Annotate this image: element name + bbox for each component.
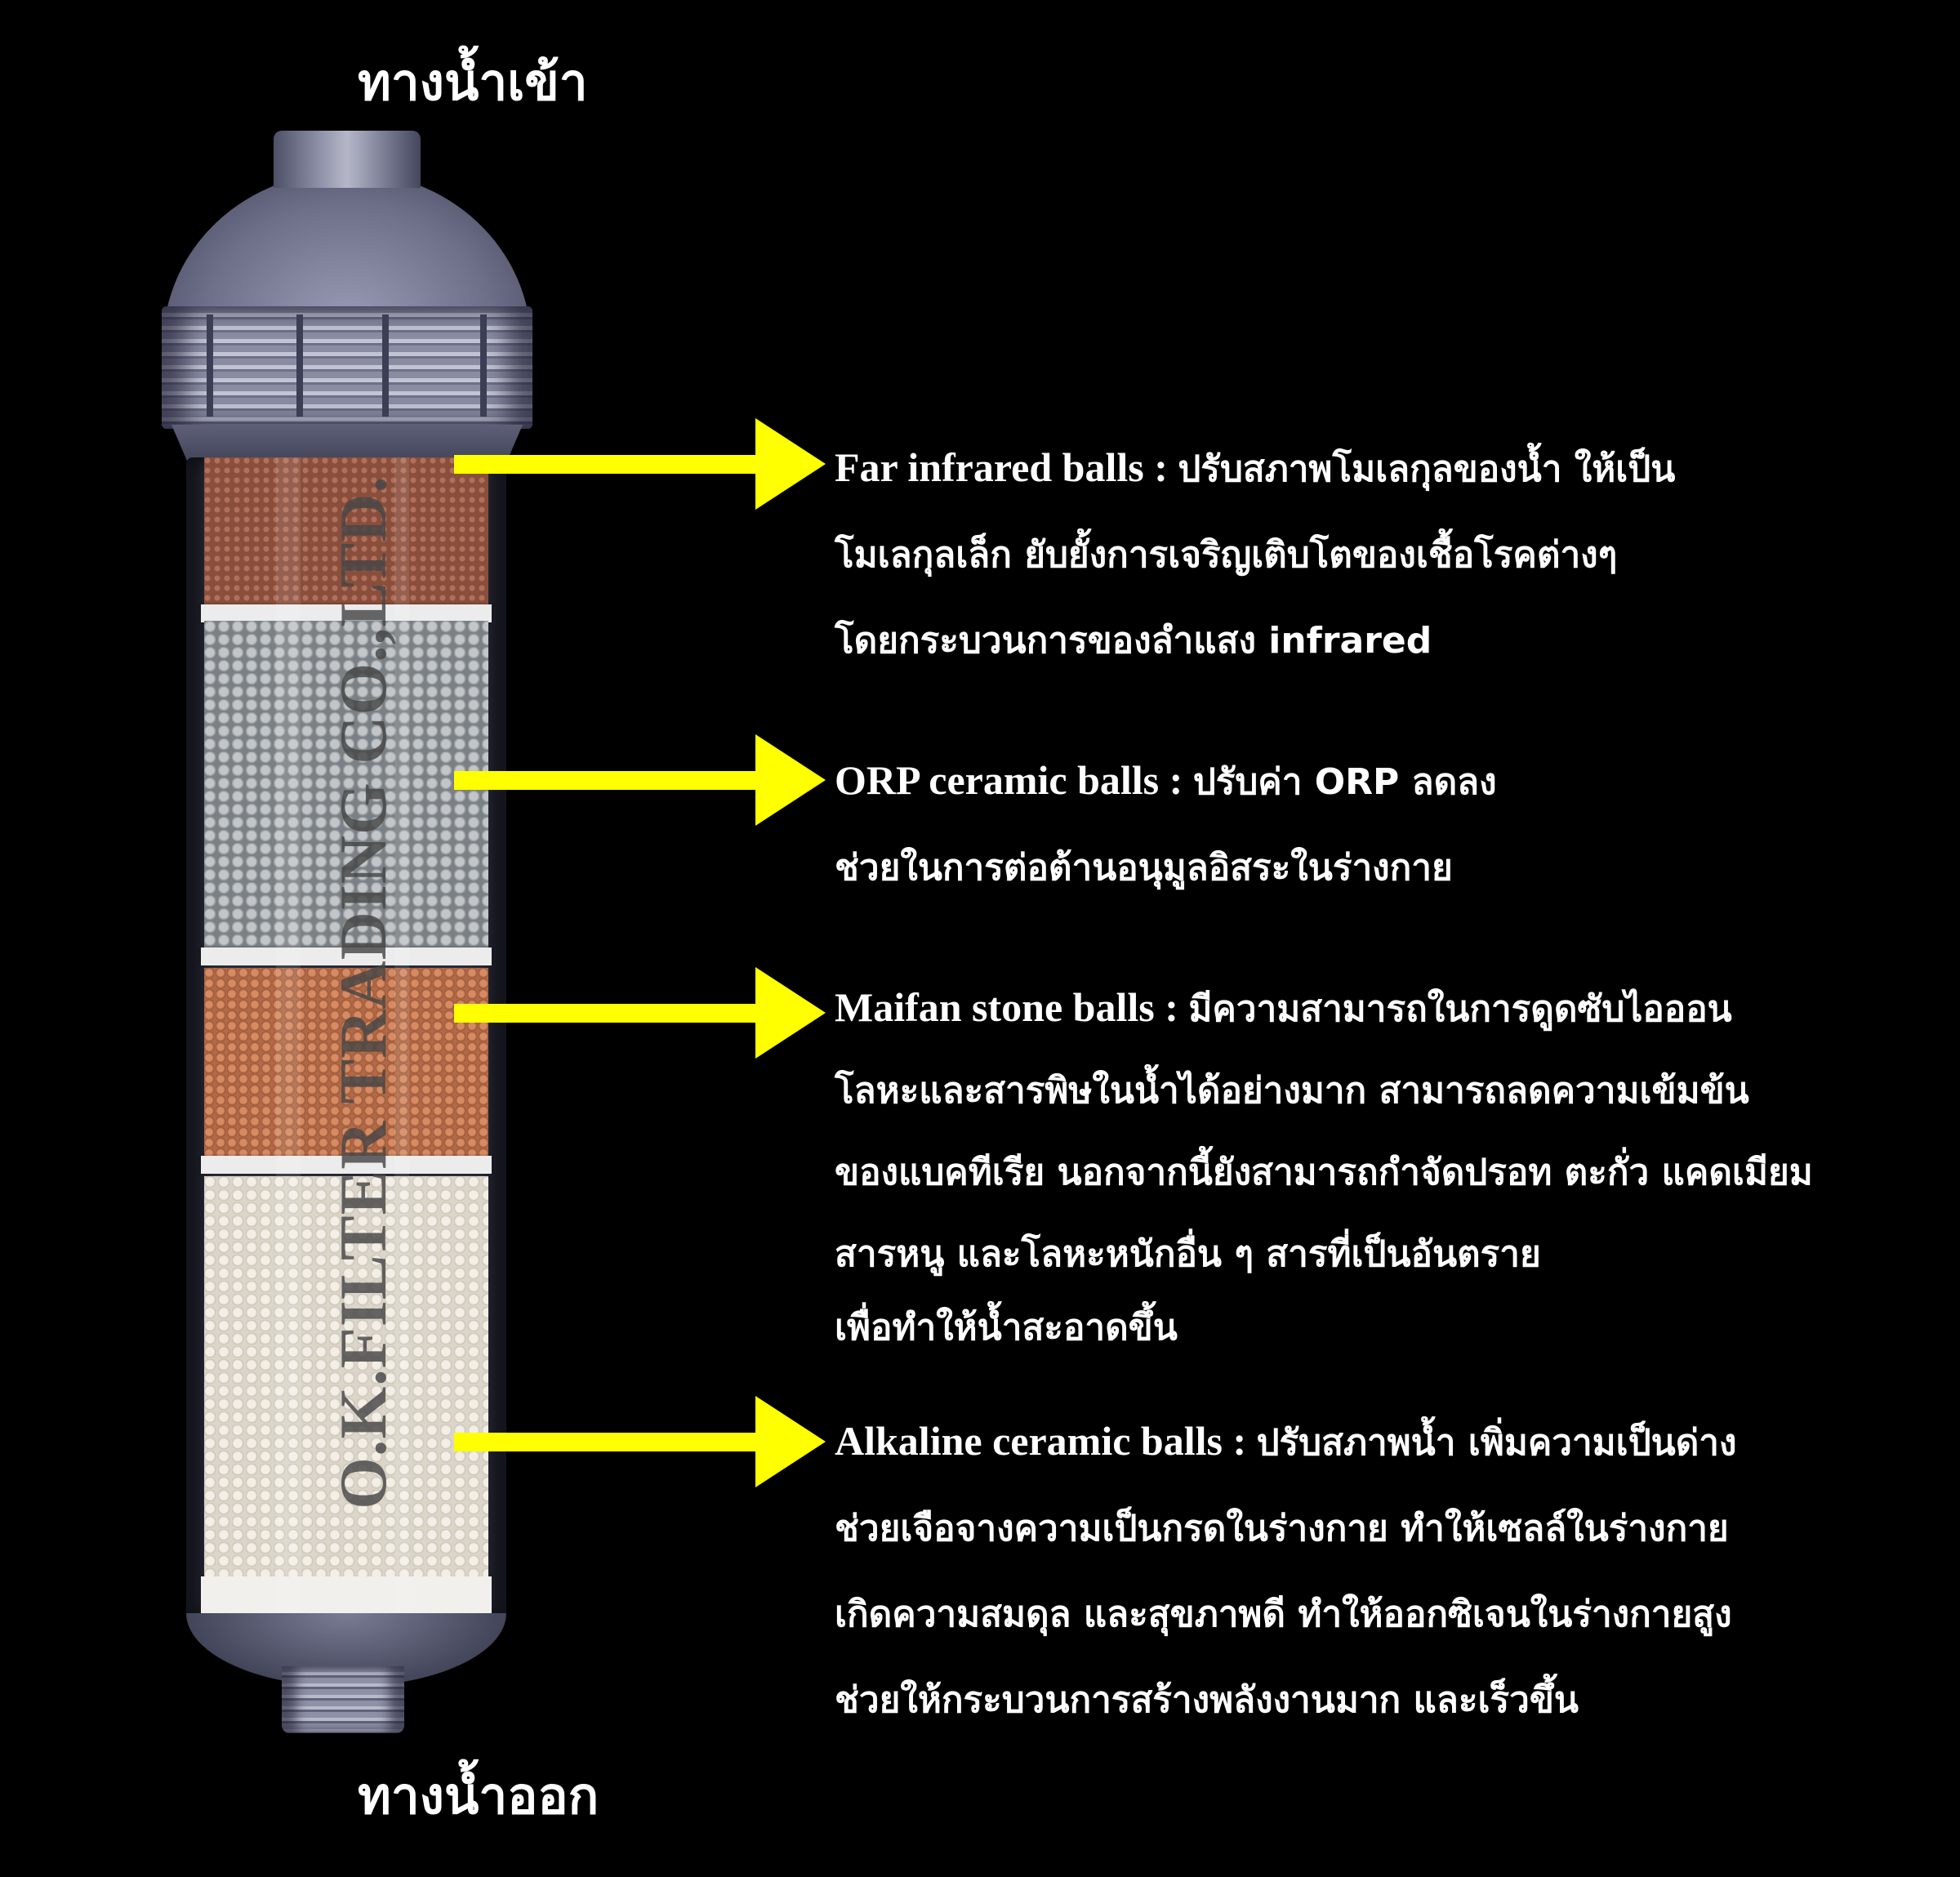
arrow-right-icon [454,1396,826,1487]
filter-cartridge: O.K.FILTER TRADING CO.,LTD. [0,0,572,1877]
water-outlet-label: ทางน้ำออก [358,1766,599,1826]
description-line: Alkaline ceramic balls : ปรับสภาพน้ำ เพิ… [835,1418,1737,1464]
maifan-stone-description: Maifan stone balls : มีความสามารถในการดู… [835,966,1813,1361]
glass-reflection [394,457,409,1617]
thread-rib [480,314,487,417]
outlet-nozzle [282,1666,404,1733]
description-line: ของแบคทีเรีย นอกจากนี้ยังสามารถกำจัดปรอท… [835,1152,1813,1193]
description-line: สารหนู และโลหะหนักอื่น ๆ สารที่เป็นอันตร… [835,1233,1541,1275]
thread-rib [207,314,213,417]
cartridge-tube [186,457,506,1617]
arrow-right-icon [454,418,826,510]
description-line: โลหะและสารพิษในน้ำได้อย่างมาก สามารถลดคว… [835,1070,1749,1112]
description-line: เพื่อทำให้น้ำสะอาดขึ้น [835,1307,1178,1349]
description-line: ช่วยให้กระบวนการสร้างพลังงานมาก และเร็วข… [835,1679,1579,1721]
orp-ceramic-description: ORP ceramic balls : ปรับค่า ORP ลดลง ช่ว… [835,738,1497,911]
description-line: ช่วยเจือจางความเป็นกรดในร่างกาย ทำให้เซล… [835,1508,1729,1549]
alkaline-ceramic-description: Alkaline ceramic balls : ปรับสภาพน้ำ เพิ… [835,1398,1737,1743]
far-infrared-balls-layer [204,457,488,604]
layer-separator [201,1156,492,1174]
layer-separator [201,604,492,622]
layer-name: ORP ceramic balls [835,757,1160,803]
bottom-filter-pad [201,1576,492,1617]
layer-name: Maifan stone balls [835,984,1155,1030]
water-inlet-label: ทางน้ำเข้า [358,52,588,112]
arrow-right-icon [454,967,826,1059]
glass-reflection [276,457,301,1617]
alkaline-ceramic-balls-layer [204,1176,488,1576]
company-watermark: O.K.FILTER TRADING CO.,LTD. [326,475,400,1509]
description-line: โมเลกุลเล็ก ยับยั้งการเจริญเติบโตของเชื้… [835,534,1618,576]
arrow-right-icon [454,734,826,826]
description-line: Far infrared balls : ปรับสภาพโมเลกุลของน… [835,444,1676,490]
top-cap-thread [162,306,532,429]
layer-name: Far infrared balls [835,444,1144,490]
description-line: ORP ceramic balls : ปรับค่า ORP ลดลง [835,757,1497,803]
inlet-nozzle [274,131,421,188]
description-line: ช่วยในการต่อต้านอนุมูลอิสระในร่างกาย [835,847,1453,889]
far-infrared-description: Far infrared balls : ปรับสภาพโมเลกุลของน… [835,425,1675,684]
description-line: Maifan stone balls : มีความสามารถในการดู… [835,984,1732,1030]
description-line: เกิดความสมดุล และสุขภาพดี ทำให้ออกซิเจนใ… [835,1594,1732,1635]
thread-rib [382,314,389,417]
thread-rib [296,314,303,417]
layer-separator [201,947,492,965]
maifan-stone-balls-layer [204,968,488,1156]
layer-name: Alkaline ceramic balls [835,1418,1223,1464]
description-line: โดยกระบวนการของลำแสง infrared [835,620,1432,662]
orp-ceramic-balls-layer [204,621,488,947]
